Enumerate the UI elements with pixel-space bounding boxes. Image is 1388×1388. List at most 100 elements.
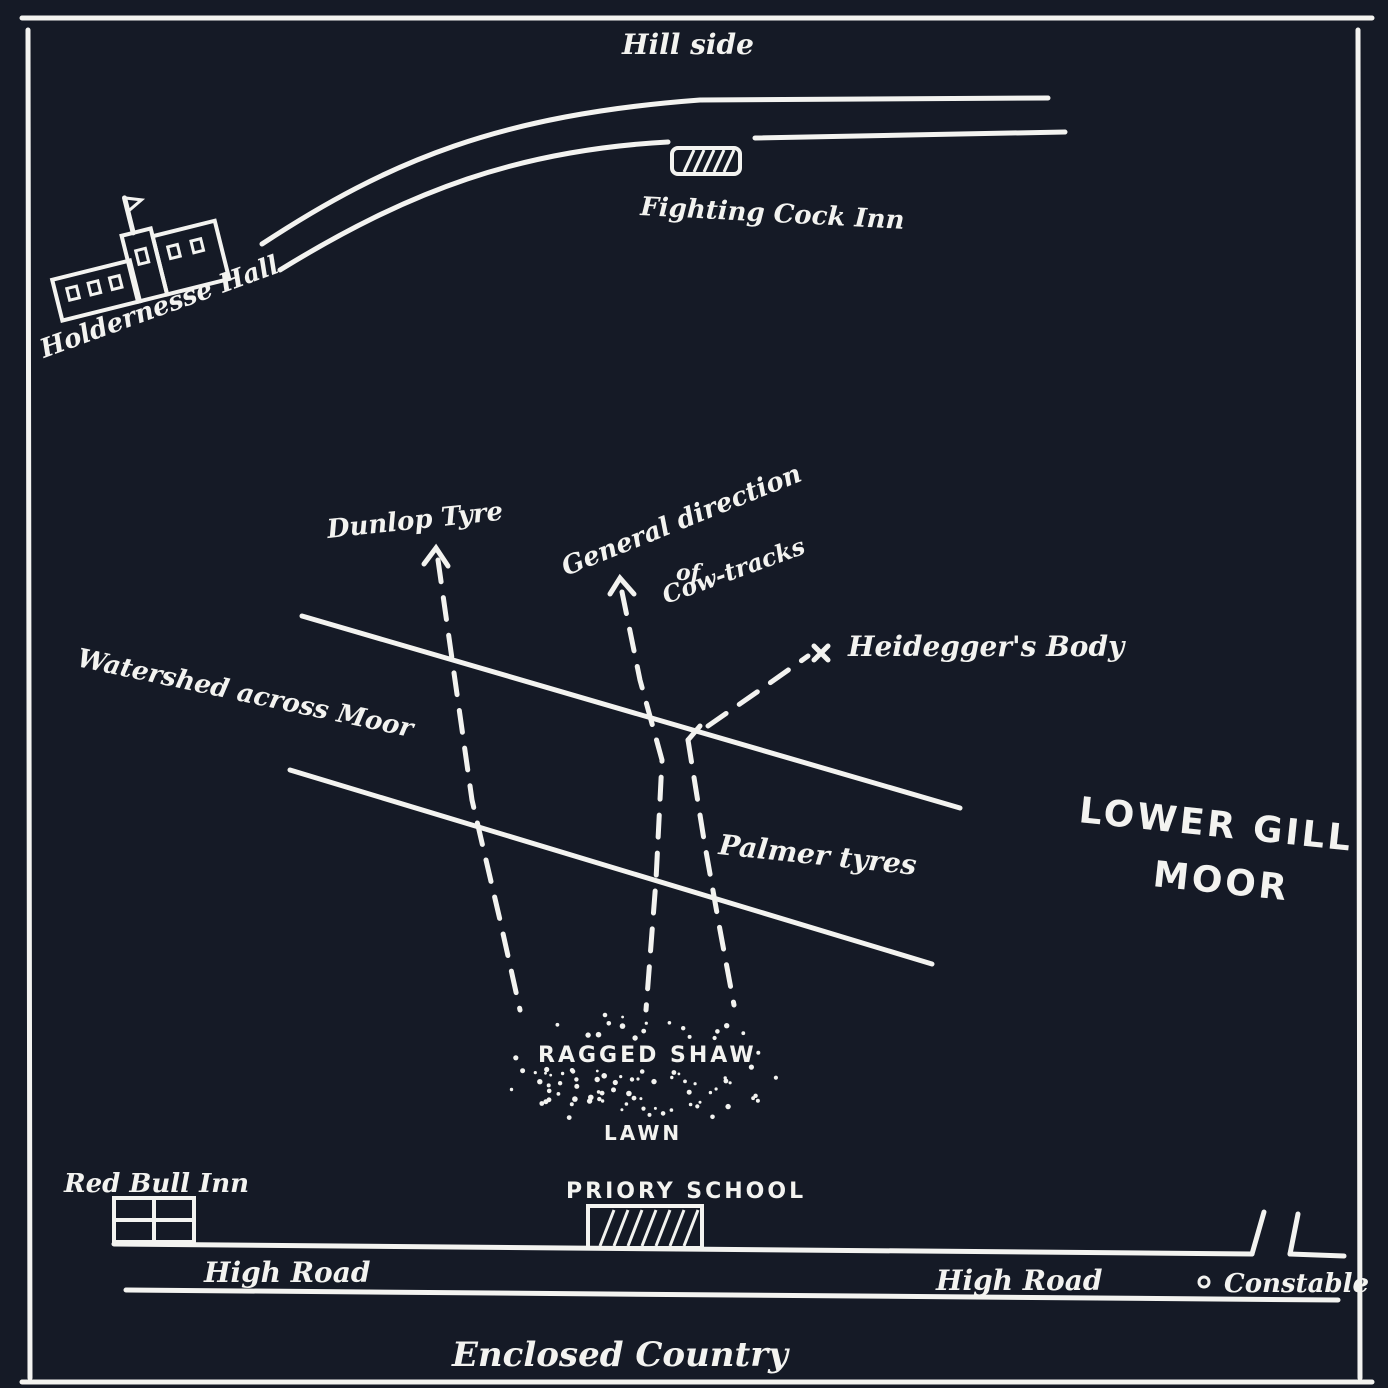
wood-dot — [667, 1021, 672, 1025]
label-high-road-left: High Road — [203, 1256, 370, 1289]
wood-dot — [509, 1087, 514, 1092]
wood-dot — [574, 1077, 579, 1082]
label-dunlop-tyre: Dunlop Tyre — [325, 497, 505, 545]
wood-dot — [624, 1125, 627, 1128]
wood-dot — [574, 1083, 580, 1089]
label-watershed: Watershed across Moor — [75, 644, 419, 745]
label-red-bull-inn: Red Bull Inn — [63, 1169, 249, 1199]
wood-dot — [544, 1071, 547, 1075]
wood-dot — [600, 1099, 605, 1103]
wood-dot — [594, 1076, 600, 1083]
wood-dot — [626, 1090, 632, 1097]
wood-dot — [715, 1029, 720, 1034]
wood-dot — [572, 1096, 578, 1102]
map-frame — [19, 15, 1375, 1385]
wood-dot — [569, 1102, 574, 1107]
label-palmer-tyres: Palmer tyres — [716, 828, 918, 882]
body-track — [705, 643, 831, 729]
wood-dot — [714, 1087, 718, 1091]
wood-dot — [619, 1023, 626, 1029]
wood-dot — [644, 1021, 648, 1025]
hill-road — [259, 95, 1068, 273]
wood-dot — [543, 1099, 549, 1105]
wood-dot — [728, 1081, 732, 1085]
wood-dot — [641, 1106, 646, 1111]
wood-dot — [693, 1082, 697, 1086]
wood-dot — [741, 1031, 746, 1036]
wood-dot — [533, 1071, 537, 1075]
palmer-track — [685, 723, 737, 1008]
label-enclosed-country: Enclosed Country — [451, 1335, 790, 1375]
wood-dot — [595, 1069, 599, 1073]
red-bull-inn-icon — [112, 1196, 196, 1244]
holdernesse-hall-icon — [49, 195, 232, 324]
watershed-lines — [287, 613, 963, 967]
wood-dot — [588, 1094, 594, 1101]
wood-dot — [712, 1035, 717, 1041]
wood-dot — [599, 1090, 605, 1096]
wood-dot — [748, 1064, 755, 1070]
wood-dot — [723, 1078, 729, 1084]
wood-dot — [597, 1096, 602, 1102]
wood-dot — [537, 1079, 543, 1085]
wood-dot — [773, 1075, 779, 1080]
wood-dot — [753, 1093, 758, 1099]
wood-dot — [555, 1022, 560, 1027]
priory-school-icon — [586, 1204, 704, 1250]
wood-dot — [620, 1108, 624, 1112]
label-lawn: LAWN — [604, 1121, 682, 1145]
wood-dot — [677, 1072, 681, 1076]
wood-dot — [639, 1069, 645, 1074]
wood-dot — [612, 1079, 618, 1086]
label-moor: MOOR — [1151, 854, 1291, 909]
wood-dot — [724, 1022, 730, 1029]
label-lower-gill: LOWER GILL — [1077, 790, 1355, 860]
wood-dot — [549, 1073, 553, 1077]
wood-dot — [632, 1035, 638, 1041]
wood-dot — [723, 1076, 727, 1080]
wood-dot — [513, 1055, 519, 1061]
wood-dot — [756, 1050, 761, 1055]
ragged-shaw-dots — [509, 1012, 779, 1128]
wood-dot — [520, 1068, 526, 1074]
wood-dot — [570, 1069, 576, 1074]
wood-dot — [595, 1031, 602, 1038]
label-high-road-right: High Road — [935, 1264, 1102, 1297]
wood-dot — [624, 1102, 629, 1106]
wood-dot — [688, 1102, 693, 1107]
label-priory-school: PRIORY SCHOOL — [566, 1179, 806, 1204]
wood-dot — [544, 1066, 550, 1073]
label-constable: Constable — [1224, 1269, 1369, 1299]
wood-dot — [566, 1115, 572, 1120]
wood-dot — [539, 1101, 545, 1106]
wood-dot — [708, 1090, 713, 1095]
wood-dot — [710, 1114, 715, 1120]
wood-dot — [631, 1095, 637, 1101]
cow-tracks — [607, 573, 665, 1013]
wood-dot — [546, 1088, 552, 1094]
wood-dot — [639, 1097, 643, 1101]
high-road — [111, 1209, 1347, 1303]
wood-dot — [755, 1098, 760, 1103]
wood-dot — [725, 1103, 731, 1110]
wood-dot — [651, 1078, 657, 1085]
wood-dot — [671, 1070, 677, 1075]
wood-dot — [670, 1075, 674, 1080]
wood-dot — [546, 1083, 551, 1088]
wood-dot — [602, 1012, 608, 1018]
wood-dot — [641, 1028, 647, 1034]
wood-dot — [683, 1079, 687, 1084]
wood-dot — [596, 1090, 601, 1094]
wood-dot — [695, 1104, 700, 1109]
dunlop-track — [421, 543, 523, 1013]
wood-dot — [653, 1106, 657, 1110]
wood-dot — [686, 1089, 692, 1095]
wood-dot — [751, 1096, 755, 1101]
wood-dot — [698, 1100, 702, 1104]
label-fighting-cock-inn: Fighting Cock Inn — [639, 192, 906, 236]
wood-dot — [647, 1112, 652, 1117]
wood-dot — [560, 1071, 565, 1076]
wood-dot — [669, 1108, 674, 1112]
wood-dot — [557, 1081, 563, 1086]
